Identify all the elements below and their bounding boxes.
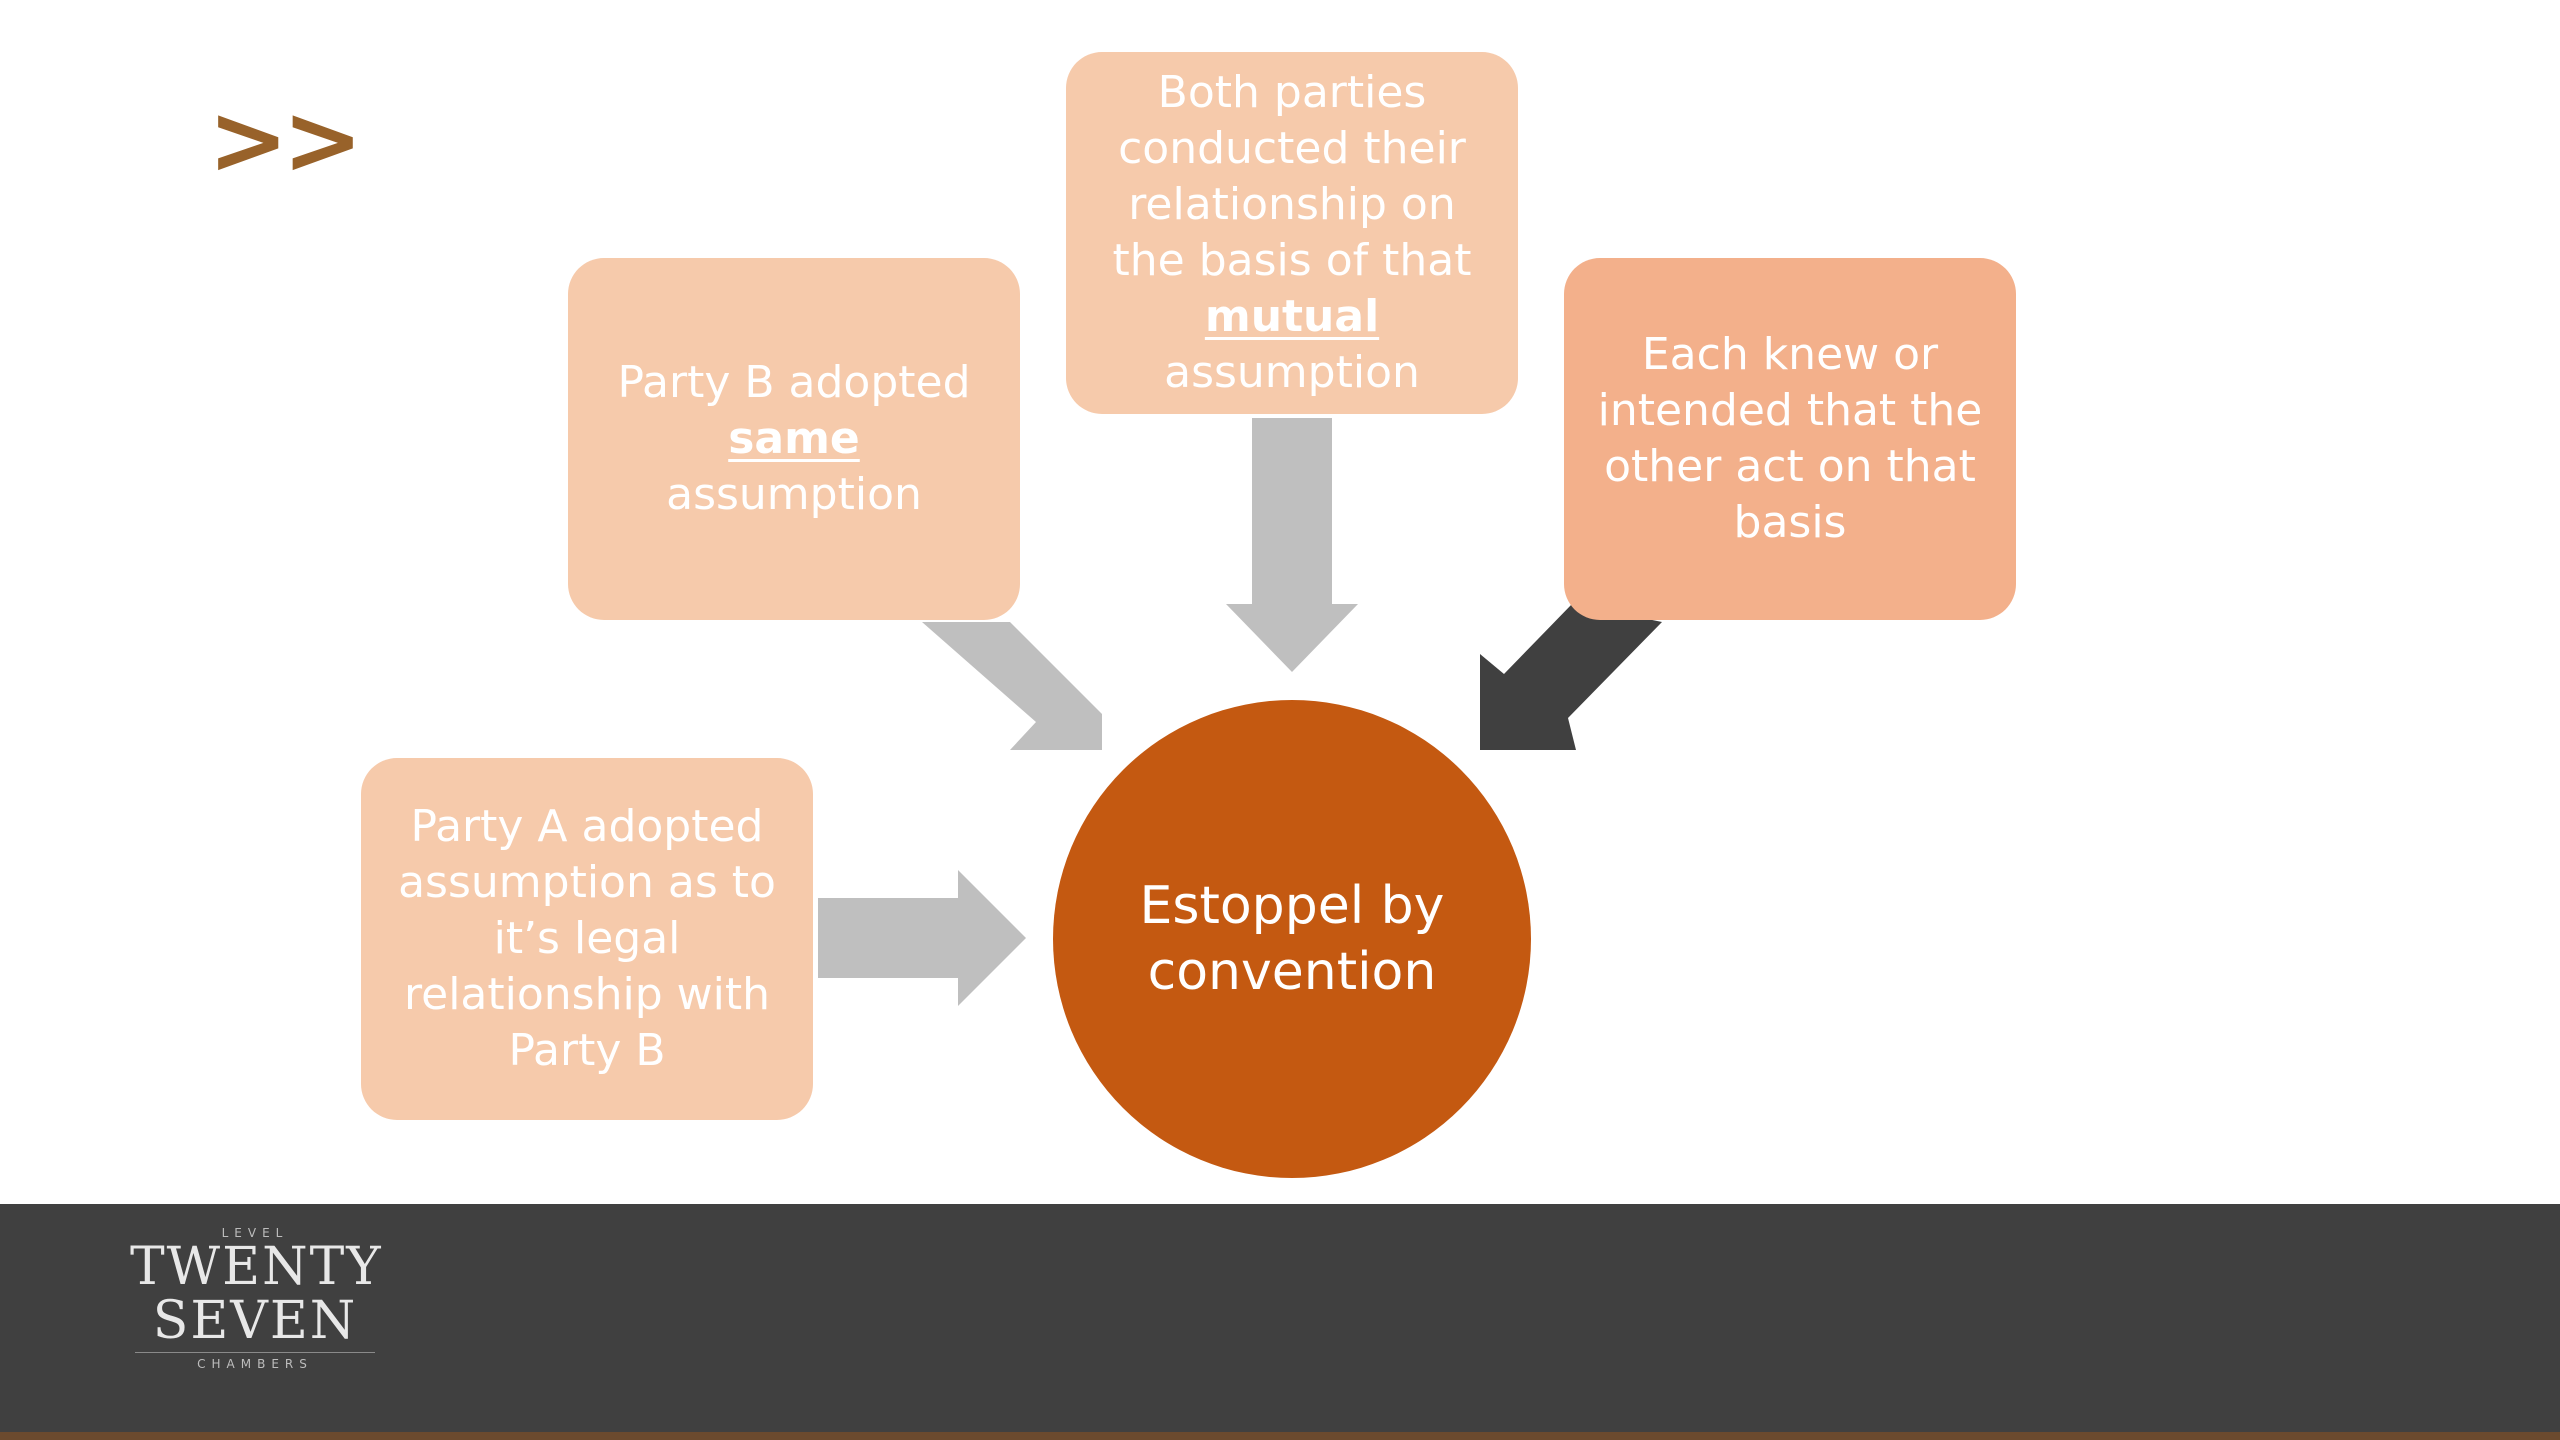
party-b-text-post: assumption (666, 469, 922, 520)
logo-rule (135, 1352, 375, 1353)
logo-line-2: SEVEN (152, 1291, 358, 1351)
node-each-knew: Each knew or intended that the other act… (1564, 258, 2016, 620)
party-b-text-emph: same (728, 413, 860, 464)
footer-accent-line (0, 1432, 2560, 1440)
party-a-text: Party A adopted assumption as to it’s le… (398, 801, 776, 1076)
arrow-both-parties (1226, 418, 1358, 672)
both-text-emph: mutual (1204, 291, 1380, 342)
center-text: Estoppel by convention (1139, 876, 1445, 1002)
node-both-parties: Both parties conducted their relationshi… (1066, 52, 1518, 414)
both-text-post: assumption (1164, 347, 1420, 398)
footer-bar (0, 1204, 2560, 1436)
party-b-text-pre: Party B adopted (617, 357, 971, 408)
node-party-a: Party A adopted assumption as to it’s le… (361, 758, 813, 1120)
chambers-logo: LEVEL TWENTY SEVEN CHAMBERS (130, 1226, 383, 1402)
arrow-party-b (922, 622, 1102, 750)
arrow-party-a (818, 870, 1026, 1006)
center-node: Estoppel by convention (1053, 700, 1531, 1178)
each-text: Each knew or intended that the other act… (1597, 329, 1983, 548)
logo-bottom-text: CHAMBERS (197, 1357, 313, 1371)
chevron-decoration: >> (208, 84, 363, 196)
node-party-b: Party B adopted same assumption (568, 258, 1020, 620)
logo-line-1: TWENTY (130, 1237, 383, 1297)
arrow-each-knew (1480, 604, 1662, 750)
logo-top-text: LEVEL (221, 1226, 289, 1240)
both-text-pre: Both parties conducted their relationshi… (1112, 67, 1472, 286)
